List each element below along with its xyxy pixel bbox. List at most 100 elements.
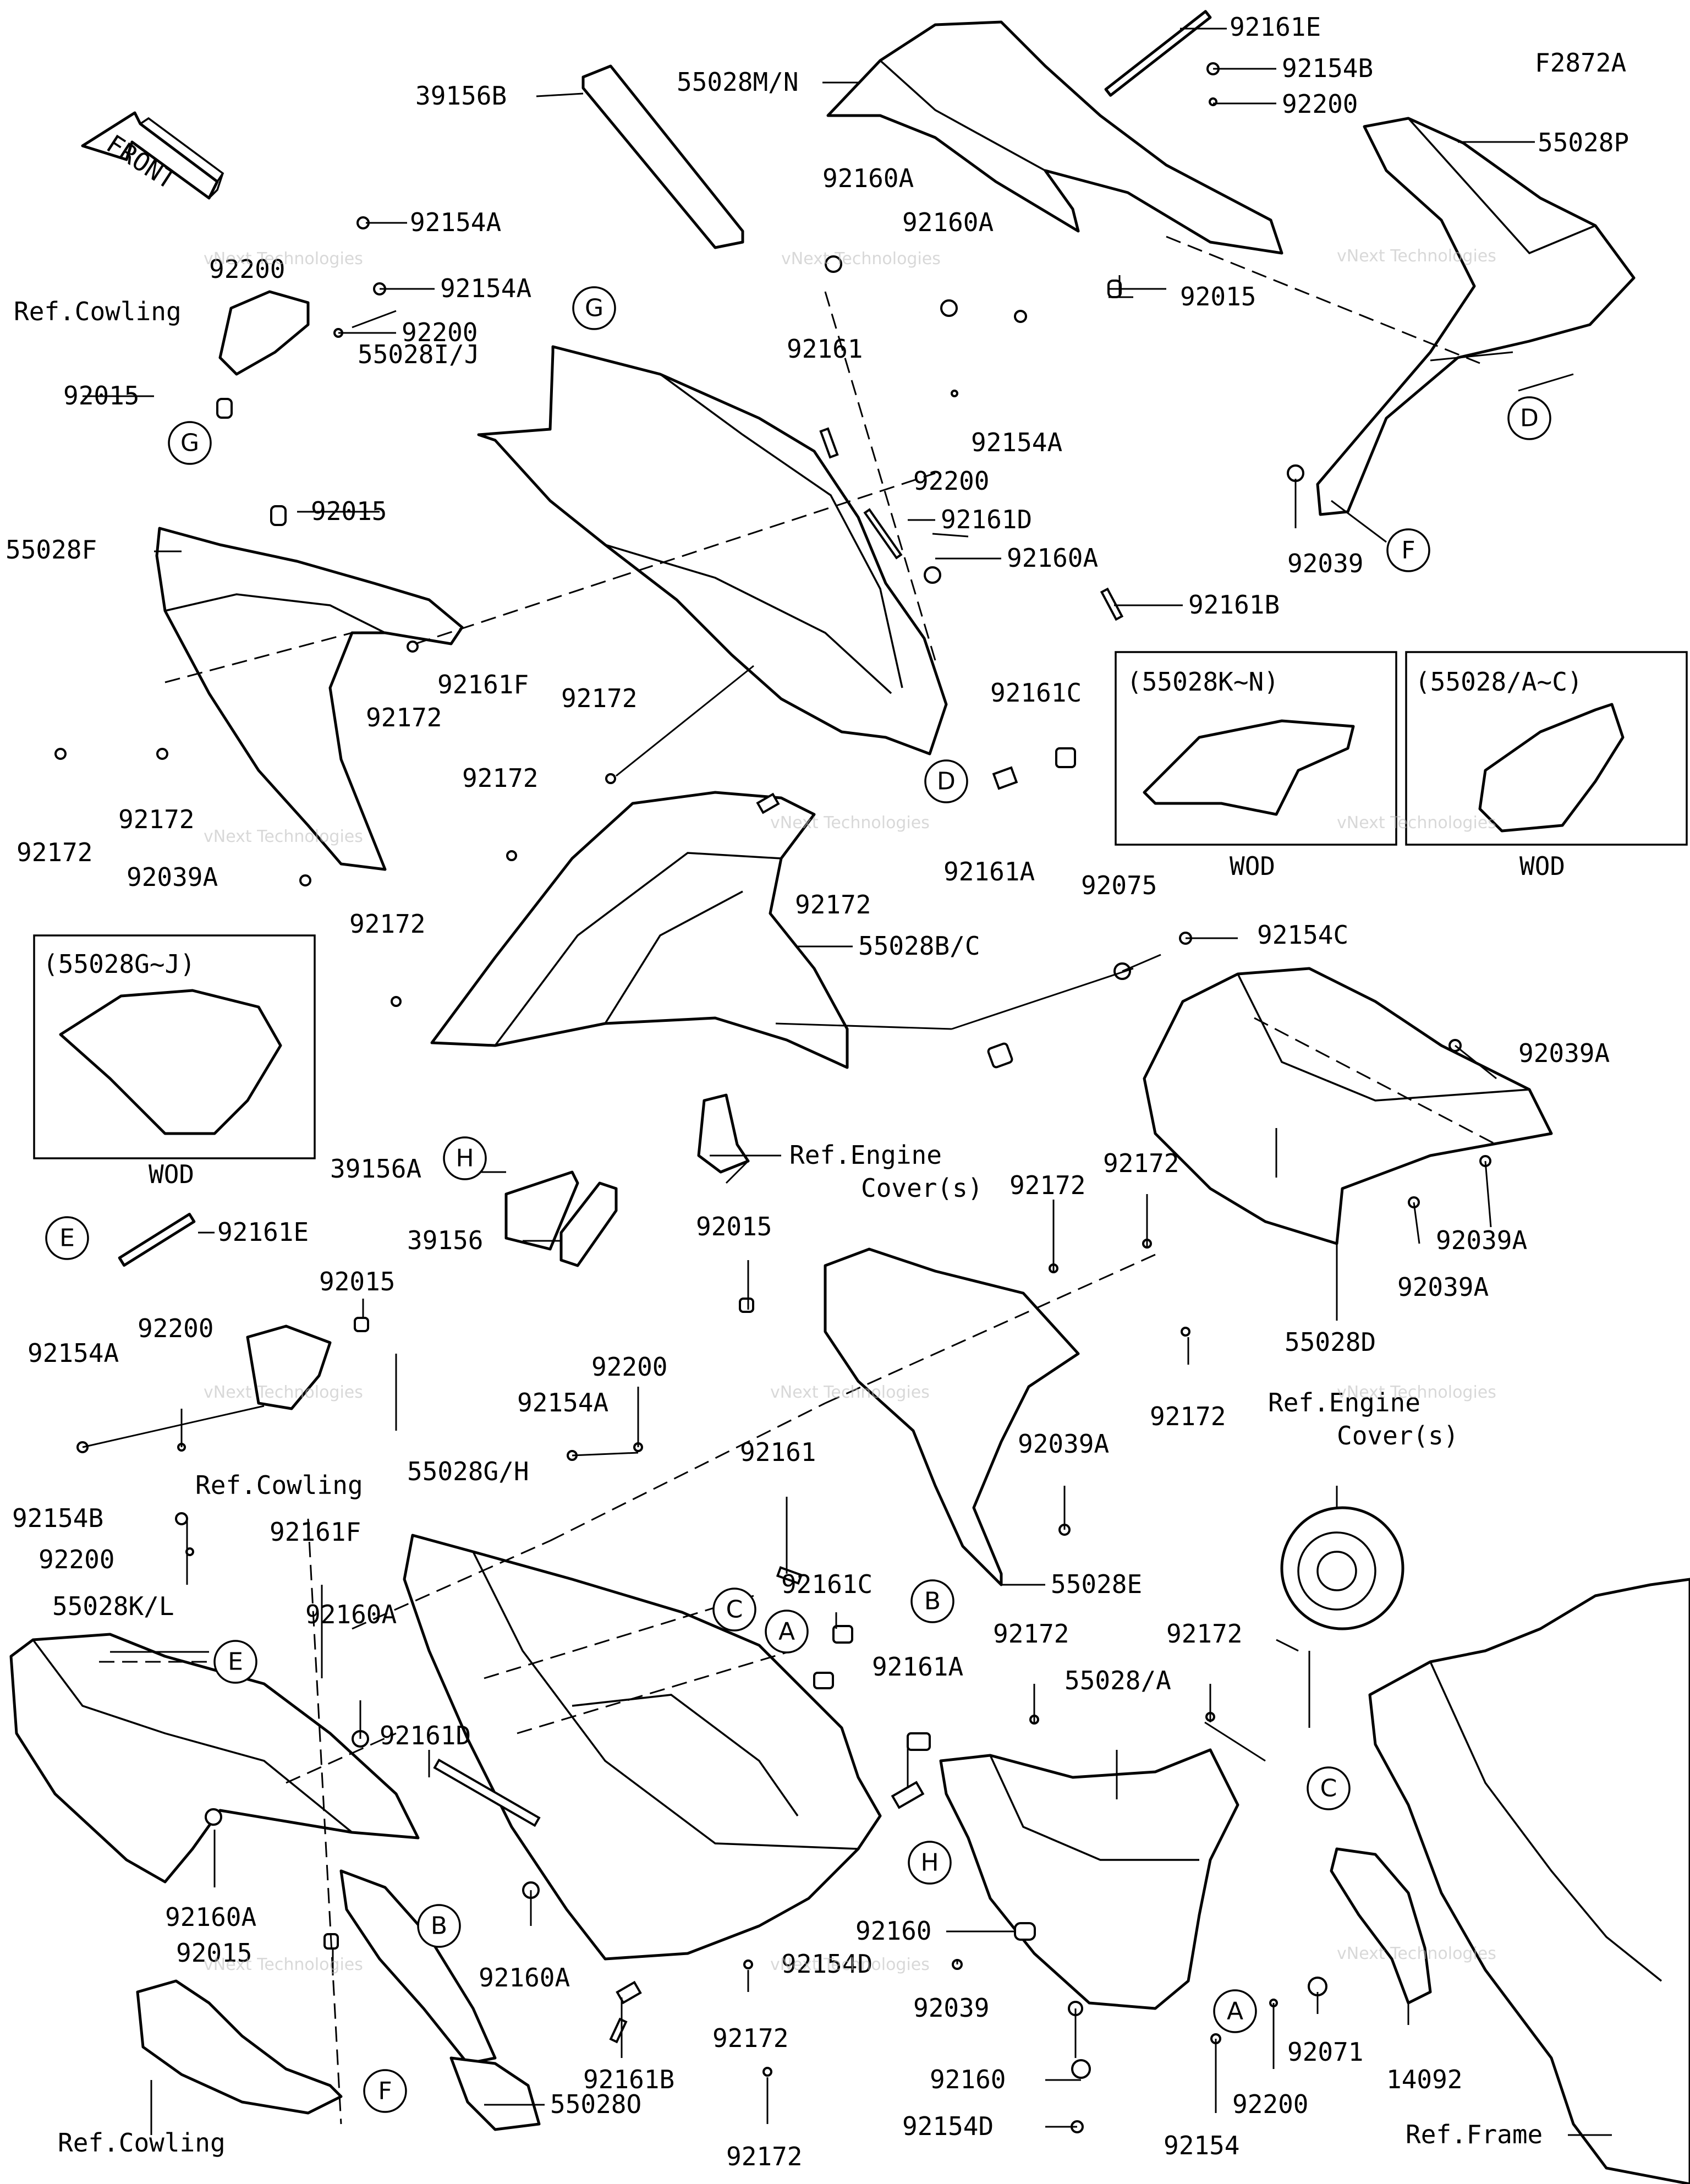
label-92015-e: 92015 (319, 1267, 395, 1296)
callout-B-1: B (910, 1579, 954, 1623)
part-39156A (504, 1170, 579, 1251)
label-92154D-a: 92154D (781, 1949, 873, 1979)
callout-G-2: G (572, 286, 616, 330)
label-92160A-e: 92160A (165, 1902, 256, 1932)
label-92172-j: 92172 (1150, 1402, 1226, 1431)
label-92161F-b: 92161F (270, 1517, 361, 1547)
svg-text:B: B (431, 1912, 447, 1940)
svg-text:D: D (1520, 404, 1539, 433)
label-92172-c: 92172 (462, 763, 538, 793)
svg-text:D: D (937, 768, 956, 796)
label-92039A-e: 92039A (1018, 1429, 1109, 1459)
label-92160A-d: 92160A (305, 1600, 397, 1629)
watermark-7: vNext Technologies (204, 1383, 363, 1402)
svg-text:H: H (456, 1145, 474, 1173)
label-92161-a: 92161 (787, 334, 863, 364)
label-92154A-b: 92154A (440, 273, 531, 303)
inset-55028-A-C: (55028/A~C) WOD (1405, 651, 1688, 881)
label-92200-top: 92200 (1282, 89, 1358, 119)
ref-cowling-mid-part (246, 1324, 332, 1410)
label-92161D-b: 92161D (380, 1721, 471, 1750)
label-92154D-b: 92154D (902, 2111, 994, 2141)
svg-text:H: H (920, 1849, 939, 1877)
part-55028-A (939, 1748, 1239, 2010)
label-39156A: 39156A (330, 1154, 421, 1184)
leader-lines (82, 28, 1612, 2136)
watermark-10: vNext Technologies (204, 1955, 363, 1974)
label-92154A-e: 92154A (517, 1388, 608, 1417)
label-92154A-c: 92154A (971, 428, 1062, 457)
callout-H-2: H (908, 1841, 952, 1885)
part-55028B-C (430, 791, 849, 1069)
ref-engine-bracket (697, 1093, 750, 1174)
label-92161F-a: 92161F (437, 670, 529, 699)
label-92015-f: 92015 (176, 1938, 252, 1968)
label-92172-d: 92172 (118, 804, 194, 834)
dashed-guide-lines (99, 236, 1497, 2125)
part-39156B (581, 64, 744, 249)
watermark-3: vNext Technologies (1337, 247, 1496, 266)
callout-C-2: C (1307, 1766, 1351, 1810)
callout-F-1: F (1386, 528, 1430, 572)
label-ref-engine-b-1: Ref.Engine (1268, 1388, 1420, 1417)
label-92160A-b: 92160A (902, 207, 994, 237)
part-55028M-N (826, 20, 1283, 255)
svg-text:A: A (778, 1618, 795, 1646)
label-92161E-top: 92161E (1230, 12, 1321, 42)
label-92039A-c: 92039A (1436, 1225, 1527, 1255)
part-labels: 92161E 92154B 92200 55028M/N 39156B 5502… (6, 12, 1629, 2171)
label-92160A-c: 92160A (1007, 543, 1098, 573)
label-92161B-a: 92161B (1188, 590, 1280, 620)
label-92161B-b: 92161B (583, 2065, 674, 2094)
label-92200-e: 92200 (591, 1352, 667, 1382)
label-92160A-f: 92160A (479, 1963, 570, 1993)
label-92200-d: 92200 (138, 1313, 213, 1343)
watermark-11: vNext Technologies (770, 1955, 930, 1974)
callout-C-1: C (712, 1588, 756, 1632)
label-92172-h: 92172 (1009, 1170, 1085, 1200)
label-92172-k: 92172 (993, 1619, 1069, 1649)
inset-ac-title: (55028/A~C) (1415, 667, 1583, 697)
watermarks: vNext Technologies vNext Technologies vN… (204, 247, 1496, 1974)
svg-text:G: G (180, 429, 199, 457)
label-92161D-a: 92161D (941, 505, 1032, 534)
watermark-9: vNext Technologies (1337, 1383, 1496, 1402)
label-92200-g: 92200 (1232, 2089, 1308, 2119)
label-92154B-b: 92154B (12, 1503, 103, 1533)
callout-F-2: F (363, 2069, 407, 2113)
label-ref-engine-b-2: Cover(s) (1337, 1421, 1459, 1450)
callout-B-2: B (417, 1904, 461, 1948)
label-55028E: 55028E (1051, 1569, 1142, 1599)
inset-ac-note: WOD (1519, 851, 1565, 881)
label-92200-b: 92200 (402, 318, 478, 347)
inset-gj-note: WOD (149, 1159, 194, 1189)
callout-A-1: A (765, 1610, 809, 1654)
label-92071: 92071 (1287, 2037, 1363, 2067)
label-92161-b: 92161 (740, 1437, 816, 1467)
callout-E-1: E (45, 1216, 89, 1260)
part-55028O (339, 1869, 497, 2065)
watermark-6: vNext Technologies (1337, 813, 1496, 833)
label-92161A-a: 92161A (943, 857, 1035, 886)
ref-cowling-top-part (218, 290, 310, 376)
label-92039A-a: 92039A (127, 862, 218, 892)
ref-engine-cover-part (1280, 1506, 1404, 1630)
label-55028M-N: 55028M/N (677, 67, 799, 97)
svg-text:E: E (228, 1648, 243, 1676)
callout-H-1: H (443, 1136, 487, 1180)
svg-text:F: F (1401, 537, 1415, 565)
part-39156 (559, 1181, 618, 1267)
callout-G-1: G (168, 421, 212, 465)
label-55028O: 55028O (550, 2089, 641, 2119)
ref-cowling-lower-part (136, 1979, 343, 2115)
part-55028E (824, 1247, 1080, 1586)
watermark-12: vNext Technologies (1337, 1944, 1496, 1963)
label-55028K-L: 55028K/L (52, 1591, 174, 1621)
label-55028D: 55028D (1285, 1327, 1376, 1357)
label-92160-b: 92160 (930, 2065, 1006, 2094)
svg-text:E: E (59, 1224, 75, 1252)
label-ref-engine-a-1: Ref.Engine (789, 1140, 942, 1170)
part-92161E-top-strip (1104, 10, 1212, 97)
label-92075: 92075 (1081, 871, 1157, 900)
